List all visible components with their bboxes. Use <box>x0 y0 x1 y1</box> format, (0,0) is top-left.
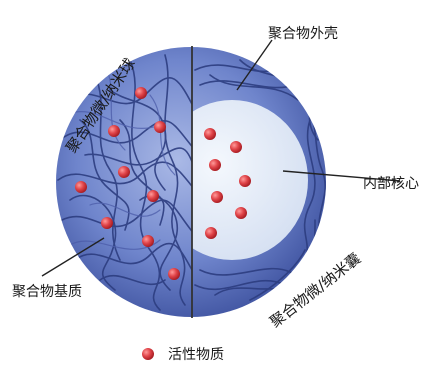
active-dot <box>101 217 113 229</box>
active-dot <box>118 166 130 178</box>
active-dot <box>211 191 223 203</box>
active-dot <box>108 125 120 137</box>
label-polymer-shell: 聚合物外壳 <box>268 25 338 42</box>
label-polymer-matrix: 聚合物基质 <box>12 283 82 300</box>
legend-active-dot <box>142 348 154 360</box>
active-dot <box>142 235 154 247</box>
label-inner-core: 内部核心 <box>363 176 419 192</box>
active-dot <box>147 190 159 202</box>
active-dot <box>168 268 180 280</box>
active-dot <box>209 159 221 171</box>
legend: 活性物质 <box>142 347 224 363</box>
active-dot <box>135 87 147 99</box>
active-dot <box>154 121 166 133</box>
legend-active-label: 活性物质 <box>168 347 224 363</box>
active-dot <box>204 128 216 140</box>
active-dot <box>205 227 217 239</box>
active-dot <box>235 207 247 219</box>
active-dot <box>230 141 242 153</box>
active-dot <box>239 175 251 187</box>
active-dot <box>75 181 87 193</box>
